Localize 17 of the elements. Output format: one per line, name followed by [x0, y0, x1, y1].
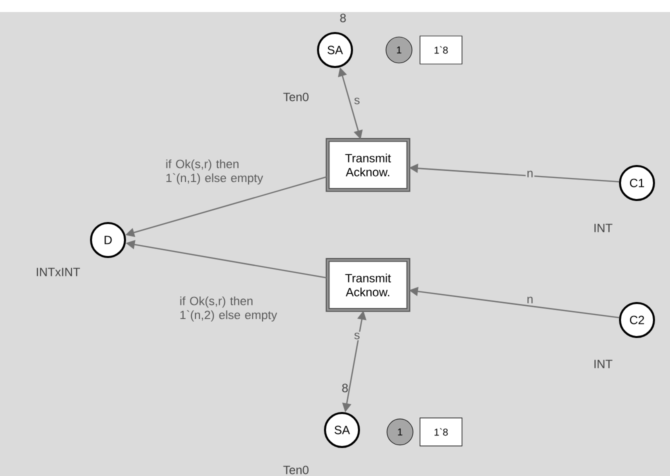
node-annotation: 8 [340, 14, 346, 22]
arc-inscription: s [354, 332, 360, 340]
node-annotation: INT [594, 224, 612, 232]
node-annotation: Ten0 [283, 92, 309, 102]
marking-box: 1`8 [420, 418, 462, 446]
node-annotation: INTxINT [36, 268, 80, 276]
transition-box: Transmit Acknow. [326, 138, 410, 192]
node-annotation: 8 [342, 384, 348, 392]
marking-box: 1`8 [420, 36, 462, 64]
arc-inscription: n [527, 296, 533, 304]
transition-box: Transmit Acknow. [326, 258, 410, 312]
arc-inscription: if Ok(s,r) then 1`(n,2) else empty [180, 296, 278, 322]
node-annotation: Ten0 [283, 466, 309, 474]
arc-inscription: s [354, 98, 360, 104]
node-annotation: INT [594, 360, 612, 368]
arc-inscription: if Ok(s,r) then 1`(n,1) else empty [166, 159, 264, 185]
arc-inscription: n [527, 170, 533, 178]
